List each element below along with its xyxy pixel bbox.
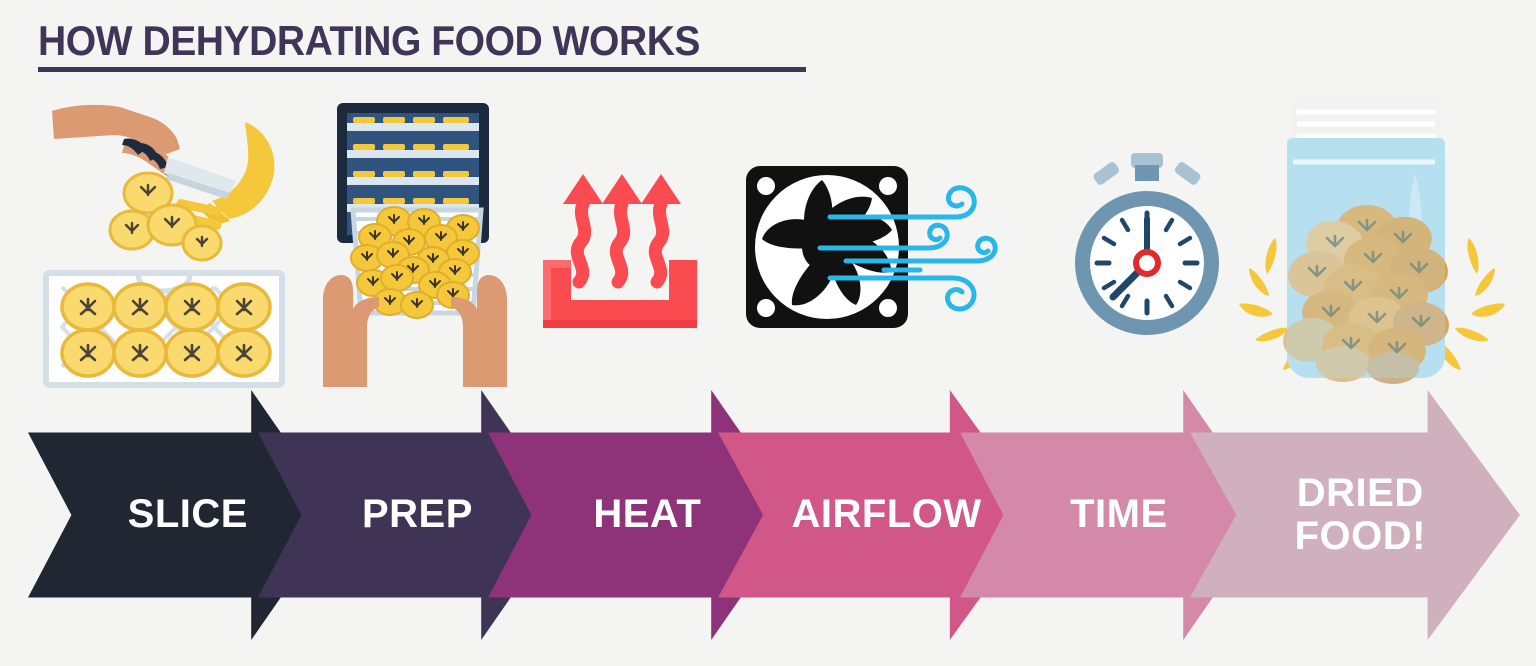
step-label-heat: HEAT — [593, 492, 702, 537]
process-arrow-ribbon: SLICE PREP HEAT AIRFLOW TIME DRIED FOOD! — [0, 390, 1536, 640]
illustration-time — [1065, 145, 1230, 345]
step-label-slice: SLICE — [127, 492, 248, 537]
stopwatch-icon — [1075, 153, 1219, 335]
step-label-dried-food: DRIED FOOD! — [1294, 470, 1426, 558]
hands-loading-dehydrator-tray-icon — [323, 103, 507, 387]
illustration-slice — [40, 95, 305, 390]
illustration-airflow — [740, 160, 1030, 340]
step-arrow-slice[interactable]: SLICE — [28, 390, 338, 640]
step-arrow-time[interactable]: TIME — [960, 390, 1270, 640]
fan-airflow-icon — [746, 166, 998, 328]
heating-element-rising-heat-icon — [543, 174, 697, 328]
mason-jar-of-dried-banana-chips-icon — [1239, 96, 1505, 384]
step-arrow-prep[interactable]: PREP — [258, 390, 568, 640]
title-underline — [38, 67, 806, 72]
illustration-heat — [535, 160, 705, 345]
step-arrow-heat[interactable]: HEAT — [488, 390, 798, 640]
step-arrow-dried-food[interactable]: DRIED FOOD! — [1190, 390, 1520, 640]
hand-slicing-banana-onto-mesh-tray-icon — [43, 104, 285, 388]
title-block: HOW DEHYDRATING FOOD WORKS — [38, 20, 806, 72]
illustration-prep — [305, 95, 530, 390]
step-label-time: TIME — [1070, 492, 1168, 537]
step-arrow-airflow[interactable]: AIRFLOW — [718, 390, 1040, 640]
step-label-airflow: AIRFLOW — [791, 492, 982, 537]
page-title: HOW DEHYDRATING FOOD WORKS — [38, 17, 701, 64]
illustration-dried-food — [1225, 88, 1520, 393]
step-label-prep: PREP — [361, 492, 473, 537]
